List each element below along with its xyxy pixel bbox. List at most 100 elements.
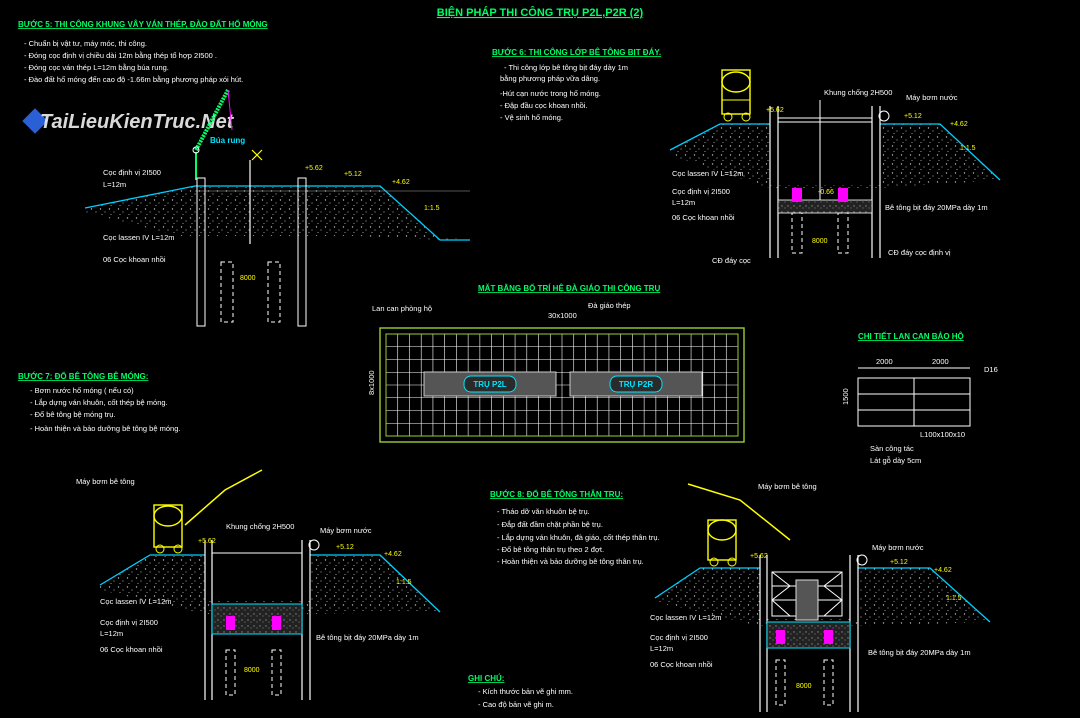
lassen-label: Cọc lassen IV L=12m — [650, 613, 722, 622]
general-notes: GHI CHÚ: - Kích thước bản vẽ ghi mm. - C… — [468, 674, 573, 709]
plan-railing-outline — [379, 327, 745, 443]
pier-right-label: TRỤ P2R — [619, 380, 653, 389]
water-pump-icon — [308, 539, 320, 551]
bored-label: 06 Cọc khoan nhồi — [100, 645, 163, 654]
frame-label: Khung chống 2H500 — [824, 88, 892, 97]
soil-mass — [100, 555, 440, 614]
slope-label: 1:1.5 — [396, 579, 412, 586]
ground-line — [99, 554, 205, 586]
watermark-logo: TaiLieuKienTruc.Net — [22, 108, 235, 134]
water-pump-icon — [856, 554, 868, 566]
sheet-title: BIỆN PHÁP THI CÔNG TRỤ P2L,P2R (2) — [437, 6, 644, 19]
concrete-mixer-icon — [707, 519, 737, 567]
pile-head — [776, 630, 785, 644]
elevation-label: +4.62 — [950, 121, 968, 128]
pile-bottom-label: CĐ đáy cọc — [712, 256, 751, 265]
step5-section: BƯỚC 5: THI CÔNG KHUNG VÂY VÁN THÉP, ĐÀO… — [18, 19, 470, 327]
step7-note: - Hoàn thiện và bảo dưỡng bê tông bệ món… — [30, 424, 180, 433]
seal-label: Bê tông bịt đáy 20MPa dày 1m — [868, 648, 971, 657]
pile-head — [792, 188, 802, 202]
elevation-label: +5.12 — [336, 544, 354, 551]
bored-label: 06 Cọc khoan nhồi — [672, 213, 735, 222]
elevation-label: +4.62 — [392, 179, 410, 186]
pile-length-label: L=12m — [650, 644, 673, 653]
elevation-label: +4.62 — [934, 567, 952, 574]
dimension-label: 8000 — [240, 275, 256, 282]
soil-mass — [670, 124, 1000, 188]
pile-locate-label: Cọc định vị 2I500 — [672, 187, 730, 196]
ground-line — [84, 185, 470, 241]
scaffold-plan-section: MẶT BẰNG BỐ TRÍ HỆ ĐÀ GIÁO THI CÔNG TRỤ … — [367, 283, 745, 443]
plan-heading: MẶT BẰNG BỐ TRÍ HỆ ĐÀ GIÁO THI CÔNG TRỤ — [478, 283, 660, 293]
pier-scaffold — [771, 571, 843, 621]
dimension-label: 8000 — [812, 238, 828, 245]
railing-label: Lan can phòng hộ — [372, 304, 432, 313]
step6-note: bằng phương pháp vữa dâng. — [500, 74, 600, 83]
bored-pile — [220, 261, 234, 323]
elevation-label: +5.62 — [198, 538, 216, 545]
bored-pile — [791, 212, 803, 254]
bored-pile — [225, 649, 236, 696]
elevation-label: +5.12 — [344, 171, 362, 178]
step6-section: BƯỚC 6: THI CÔNG LỚP BÊ TÔNG BỊT ĐÁY. - … — [492, 48, 1001, 265]
elevation-label: +5.12 — [904, 113, 922, 120]
locating-pile-left — [196, 177, 206, 327]
lassen-label: Cọc lassen IV L=12m — [100, 597, 172, 606]
railing-heading: CHI TIẾT LAN CAN BẢO HỘ — [858, 331, 964, 341]
pier-shape — [463, 375, 517, 393]
step8-note: - Lắp dựng ván khuôn, đà giáo, cốt thép … — [497, 533, 660, 542]
elevation-label: +5.62 — [305, 165, 323, 172]
step8-note: - Đổ bê tông thân trụ theo 2 đợt. — [497, 545, 604, 554]
floor-label: Sàn công tác — [870, 444, 914, 453]
step5-note: - Đóng cọc định vị chiều dài 12m bằng th… — [24, 51, 217, 60]
lassen-label: Cọc lassen IV L=12m — [103, 233, 175, 242]
ground-line — [858, 567, 991, 623]
ground-line — [880, 123, 1001, 181]
step7-note: - Lắp dựng ván khuôn, cốt thép bệ móng. — [30, 398, 168, 407]
step6-note: - Đập đầu cọc khoan nhồi. — [500, 101, 588, 110]
plan-width-dim: 30x1000 — [548, 311, 577, 320]
railing-dim: 2000 — [876, 357, 893, 366]
concrete-pump-boom — [687, 483, 791, 541]
step6-note: - Thi công lớp bê tông bịt đáy dày 1m — [504, 63, 628, 72]
soil-mass — [655, 568, 990, 626]
pile-head — [226, 616, 235, 630]
concrete-pump-boom — [184, 469, 263, 526]
concrete-mixer-icon — [721, 69, 751, 122]
pile-length-label: L=12m — [103, 180, 126, 189]
frame-label: Khung chống 2H500 — [226, 522, 294, 531]
pier-shape — [609, 375, 663, 393]
step7-section: BƯỚC 7: ĐỔ BÊ TÔNG BỆ MÓNG: - Bơm nước h… — [18, 372, 441, 700]
step7-heading: BƯỚC 7: ĐỔ BÊ TÔNG BỆ MÓNG: — [18, 372, 148, 381]
railing-dim: 2000 — [932, 357, 949, 366]
elevation-label: +5.62 — [750, 553, 768, 560]
bored-label: 06 Cọc khoan nhồi — [650, 660, 713, 669]
note-item: - Kích thước bản vẽ ghi mm. — [478, 687, 573, 696]
scaffold-border — [385, 333, 739, 437]
ground-line — [310, 554, 441, 613]
crane-icon — [192, 89, 233, 180]
pump-label: Máy bơm nước — [906, 93, 958, 102]
bored-pile — [823, 659, 834, 706]
pump-label: Máy bơm nước — [320, 526, 372, 535]
pile-head — [838, 188, 848, 202]
seal-concrete — [777, 199, 873, 214]
step5-note: - Chuẩn bị vật tư, máy móc, thi công. — [24, 39, 147, 48]
slope-label: 1:1.5 — [946, 595, 962, 602]
seal-label: Bê tông bịt đáy 20MPa dày 1m — [316, 633, 419, 642]
step6-note: -Hút cạn nước trong hố móng. — [500, 89, 601, 98]
pile-head — [272, 616, 281, 630]
slope-label: 1:1.5 — [424, 205, 440, 212]
water-pump-icon — [878, 110, 890, 122]
elevation-label: +4.62 — [384, 551, 402, 558]
step8-heading: BƯỚC 8: ĐỔ BÊ TÔNG THÂN TRỤ: — [490, 490, 623, 499]
angle-label: L100x100x10 — [920, 430, 965, 439]
dimension-label: 8000 — [244, 667, 260, 674]
dimension-label: 8000 — [796, 683, 812, 690]
note-item: - Cao độ bản vẽ ghi m. — [478, 700, 554, 709]
elevation-label: +5.12 — [890, 559, 908, 566]
footing-concrete — [211, 603, 303, 635]
soil-mass — [85, 186, 470, 240]
step8-note: - Hoàn thiện và bảo dưỡng bê tông thân t… — [497, 557, 644, 566]
step7-note: - Đổ bê tông bệ móng trụ. — [30, 410, 115, 419]
